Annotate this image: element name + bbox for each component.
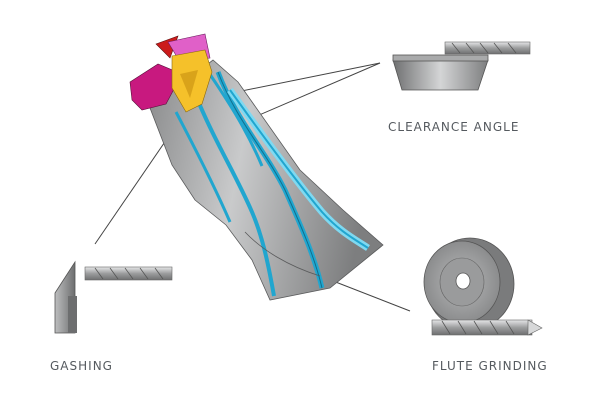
flute-grooves [174, 69, 370, 297]
end-mill-tool [129, 33, 384, 301]
cutting-tip [129, 33, 213, 113]
flute-grinding-label: FLUTE GRINDING [432, 359, 548, 373]
clearance-wheel-icon [392, 41, 531, 91]
tip-magenta-face [129, 63, 183, 111]
gashing-wheel-icon [54, 260, 173, 334]
flute-shaft [431, 319, 533, 336]
clearance-shaft [444, 41, 531, 55]
clearance-angle-label: CLEARANCE ANGLE [388, 120, 519, 134]
clearance-cup-wheel [392, 59, 489, 91]
gashing-label: GASHING [50, 359, 113, 373]
flute-grinding-wheel-icon [423, 237, 543, 336]
tip-yellow-shadow [180, 70, 198, 98]
flute-wheel-hole [455, 272, 471, 290]
gashing-shaft [84, 266, 173, 281]
